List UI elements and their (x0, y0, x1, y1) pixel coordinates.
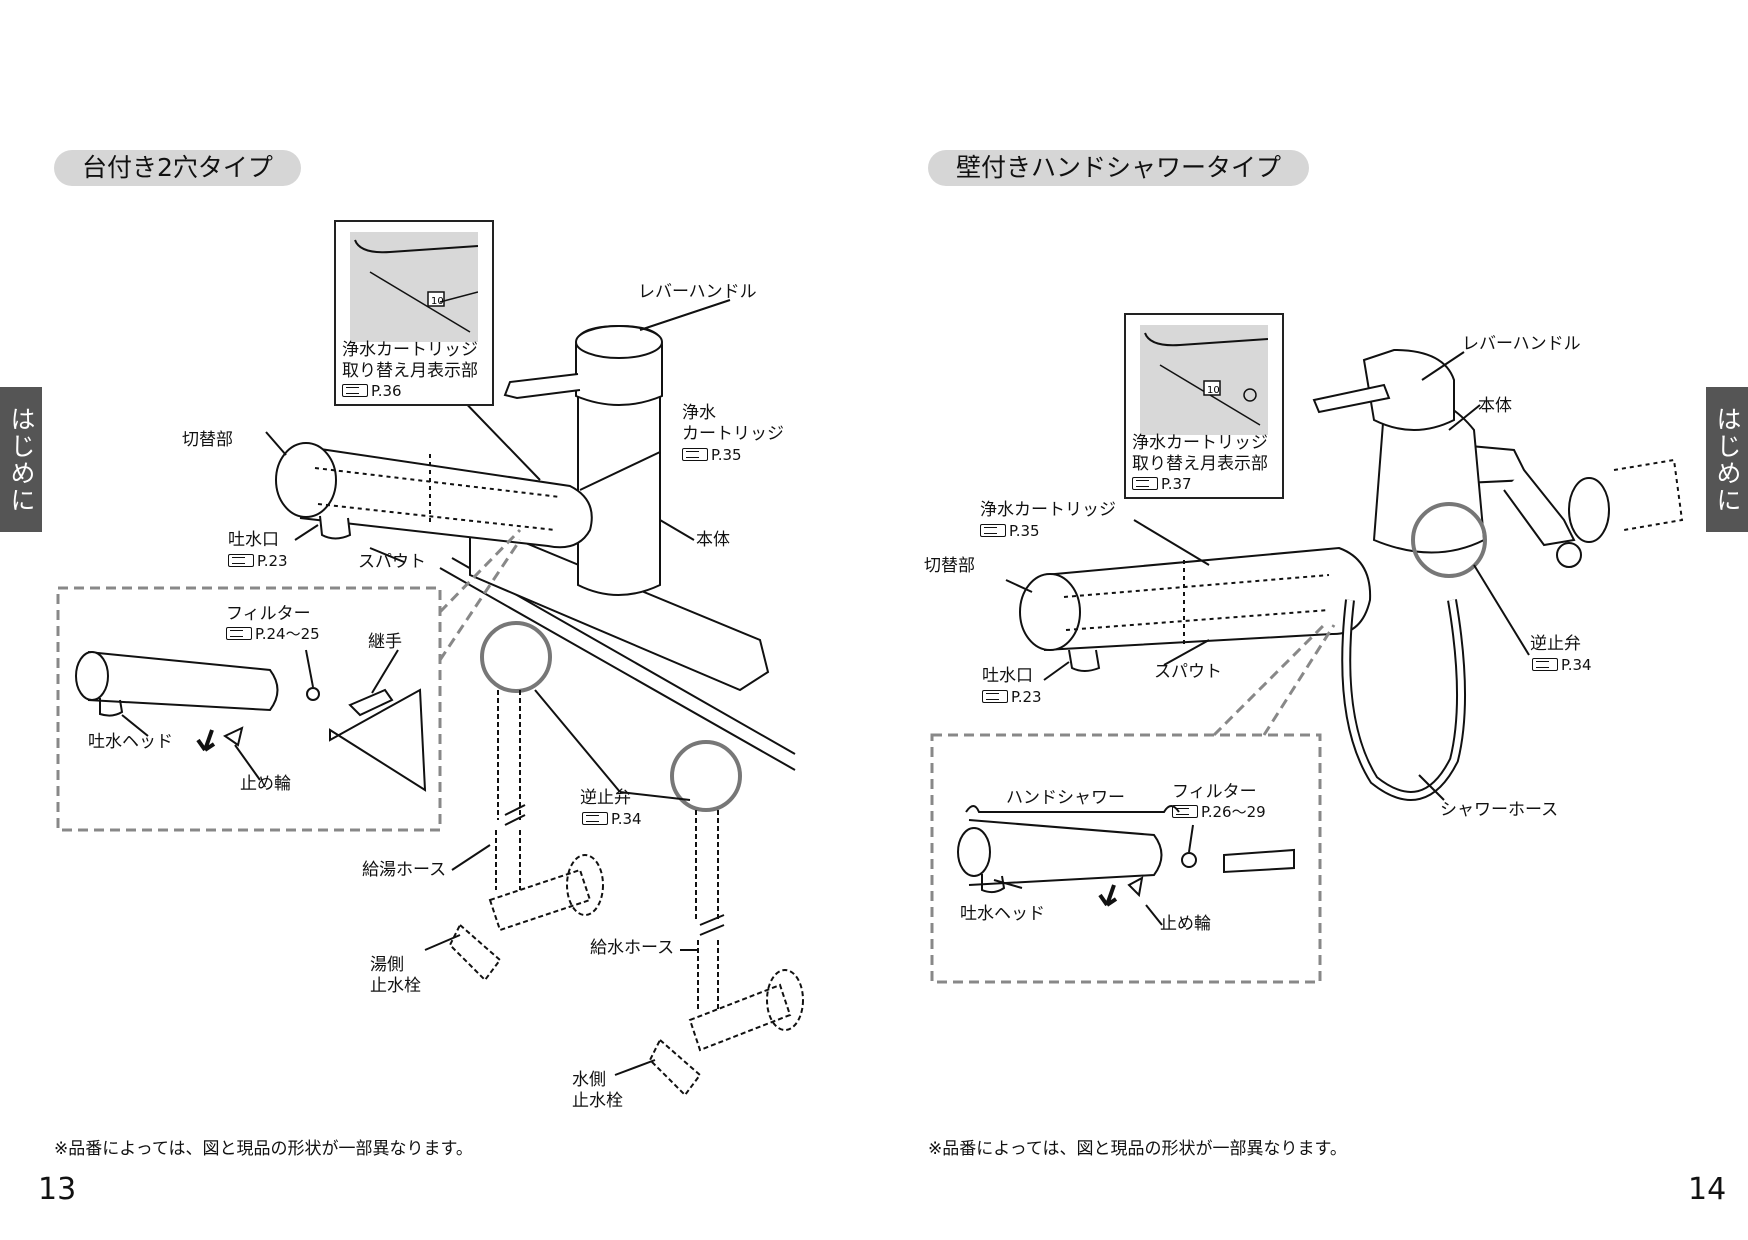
label-gyakushi: 逆止弁 (1530, 634, 1581, 654)
ref-gyakushi: P.34 (1532, 656, 1592, 675)
label-yugawa: 湯側 止水栓 (370, 955, 421, 996)
label-jousui: 浄水 カートリッジ (682, 403, 784, 444)
callout-ref: P.36 (342, 382, 402, 401)
pointing-hand-icon (1132, 477, 1158, 490)
label-tosui: 吐水口 (982, 666, 1033, 686)
callout-ref-text: P.37 (1161, 475, 1192, 493)
label-kirikae: 切替部 (182, 430, 233, 450)
label-lever: レバーハンドル (1462, 334, 1581, 354)
label-shower-hose: シャワーホース (1440, 800, 1559, 820)
month-indicator: 10 (1207, 385, 1220, 396)
section-title-pill: 壁付きハンドシャワータイプ (928, 150, 1310, 186)
wall-faucet-diagram (930, 348, 1684, 984)
label-hand-shower: ハンドシャワー (1006, 788, 1125, 808)
label-tomewa: 止め輪 (240, 774, 291, 794)
label-filter: フィルター (1172, 782, 1257, 802)
ref-filter: P.24～25 (226, 625, 320, 644)
pointing-hand-icon (1172, 805, 1198, 818)
label-kyusui: 給水ホース (590, 938, 675, 958)
deck-faucet-diagram (56, 299, 804, 1097)
label-hontai: 本体 (1478, 396, 1512, 416)
month-indicator: 10 (431, 296, 444, 307)
label-kirikae: 切替部 (924, 556, 975, 576)
page-number: 14 (1688, 1172, 1727, 1207)
label-tosui-head: 吐水ヘッド (960, 904, 1045, 924)
ref-tosui: P.23 (228, 552, 288, 571)
ref-jousui: P.35 (682, 446, 742, 465)
label-lever: レバーハンドル (638, 282, 757, 302)
pointing-hand-icon (982, 690, 1008, 703)
label-mizugawa: 水側 止水栓 (572, 1070, 623, 1111)
label-filter: フィルター (226, 604, 311, 624)
pointing-hand-icon (682, 448, 708, 461)
indicator-callout: 10 浄水カートリッジ 取り替え月表示部 P.37 (1124, 313, 1284, 499)
callout-ref-text: P.36 (371, 382, 402, 400)
label-kyuto: 給湯ホース (362, 860, 447, 880)
pointing-hand-icon (226, 627, 252, 640)
pointing-hand-icon (342, 384, 368, 397)
page-number: 13 (38, 1172, 77, 1207)
label-hontai: 本体 (696, 530, 730, 550)
label-gyakushi: 逆止弁 (580, 788, 631, 808)
label-spout: スパウト (1154, 662, 1222, 682)
indicator-callout: 10 浄水カートリッジ 取り替え月表示部 P.36 (334, 220, 494, 406)
section-title-pill: 台付き2穴タイプ (54, 150, 301, 186)
label-jousui: 浄水カートリッジ (980, 500, 1116, 520)
pointing-hand-icon (1532, 658, 1558, 671)
ref-filter: P.26～29 (1172, 803, 1266, 822)
shape-note: ※品番によっては、図と現品の形状が一部異なります。 (928, 1139, 1347, 1159)
label-tosui-head: 吐水ヘッド (88, 732, 173, 752)
pointing-hand-icon (980, 524, 1006, 537)
pointing-hand-icon (228, 554, 254, 567)
ref-jousui: P.35 (980, 522, 1040, 541)
left-page: 台付き2穴タイプ はじめに (0, 150, 804, 1207)
side-tab: はじめに (1706, 387, 1748, 532)
callout-label: 浄水カートリッジ 取り替え月表示部 (342, 340, 478, 381)
label-tsugite: 継手 (368, 632, 402, 652)
callout-ref: P.37 (1132, 475, 1192, 494)
shape-note: ※品番によっては、図と現品の形状が一部異なります。 (54, 1139, 473, 1159)
label-tomewa: 止め輪 (1160, 914, 1211, 934)
label-tosui: 吐水口 (228, 530, 279, 550)
ref-tosui: P.23 (982, 688, 1042, 707)
label-spout: スパウト (358, 552, 426, 572)
pointing-hand-icon (582, 812, 608, 825)
right-page: 壁付きハンドシャワータイプ はじめに (874, 0, 1748, 1240)
callout-label: 浄水カートリッジ 取り替え月表示部 (1132, 433, 1268, 474)
ref-gyakushi: P.34 (582, 810, 642, 829)
side-tab: はじめに (0, 387, 42, 532)
